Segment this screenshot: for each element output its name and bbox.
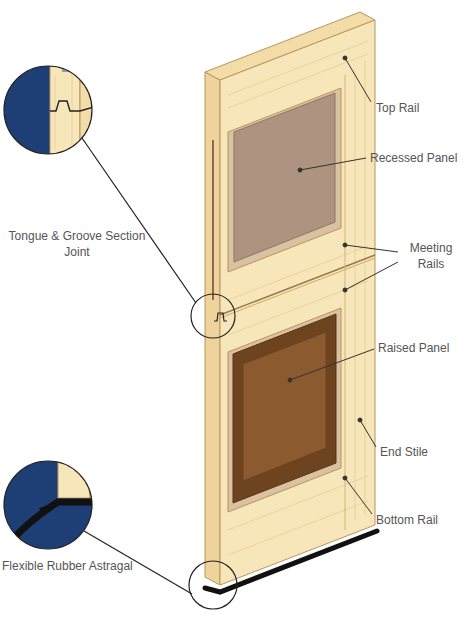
recessed-panel (234, 93, 335, 262)
tongue-symbol (214, 313, 227, 321)
callout-circle (4, 461, 92, 549)
panel-frame (228, 308, 341, 512)
section-joint (220, 255, 375, 315)
callout-circle (191, 294, 235, 338)
panel-frame (228, 88, 341, 272)
part-label: Bottom Rail (376, 512, 438, 528)
part-label: Recessed Panel (370, 150, 457, 166)
front-face (220, 20, 375, 585)
rubber-astragal (205, 531, 377, 592)
raised-panel (243, 332, 326, 481)
part-label: Tongue & Groove Section Joint (2, 228, 152, 260)
joint-detail (0, 60, 100, 160)
part-label: Top Rail (376, 100, 419, 116)
part-label: Raised Panel (378, 340, 449, 356)
part-label: Flexible Rubber Astragal (2, 558, 133, 574)
raised-panel-bevel (233, 314, 336, 503)
wood-grain (228, 41, 368, 555)
side-rod (212, 140, 214, 300)
side-face (205, 72, 220, 585)
end-stile-edge (345, 75, 346, 530)
part-label: End Stile (380, 444, 428, 460)
callout-circle (189, 561, 237, 609)
section-joint-shadow (220, 258, 375, 318)
part-label: Meeting Rails (401, 240, 461, 272)
astragal-detail (0, 455, 100, 555)
callout-line (82, 138, 196, 303)
callout-circle (4, 66, 92, 154)
